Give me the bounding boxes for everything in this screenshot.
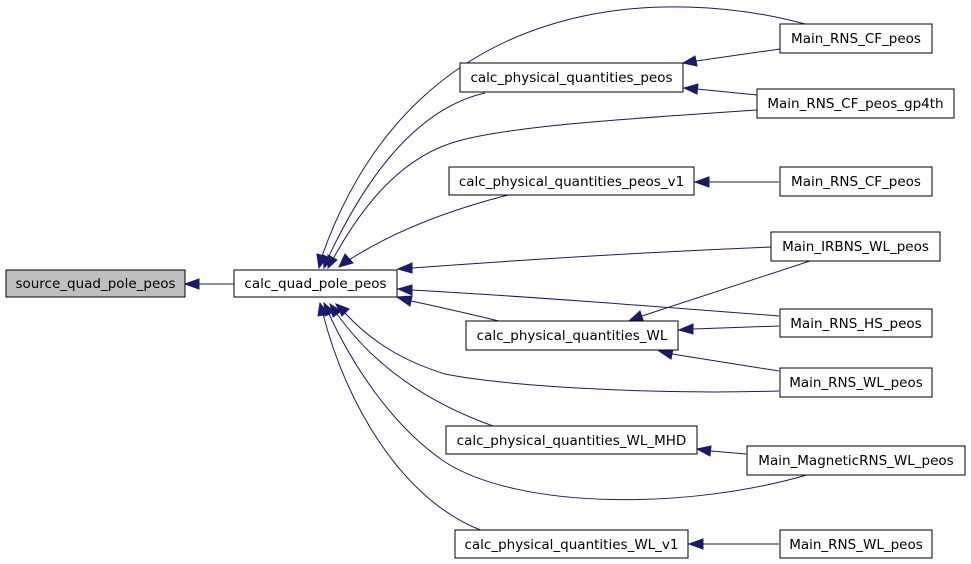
edge-mcfgp4-to-cpqpeos [696,88,758,96]
edge-arrowhead [395,295,413,307]
edge-arrowhead [627,310,644,322]
node-label: calc_physical_quantities_peos [470,70,672,86]
edges [183,6,811,550]
edge-arrowhead [396,284,413,296]
edge-arrowhead [396,262,413,274]
node-calc-quad-pole-peos[interactable]: calc_quad_pole_peos [233,269,398,298]
edge-mcfgp4-to-cqp [332,109,758,260]
node-main-rns-wl-peos-2[interactable]: Main_RNS_WL_peos [779,529,933,559]
edge-arrowhead [338,253,354,268]
edge-mirbns-to-cpqwl [641,260,811,317]
node-label: calc_quad_pole_peos [244,276,386,292]
node-label: Main_RNS_WL_peos [789,375,923,391]
edge-arrowhead [682,83,699,95]
node-calc-physical-quantities-peos[interactable]: calc_physical_quantities_peos [459,62,684,93]
edge-arrowhead [677,323,694,335]
edge-mwl-to-cqp [344,312,780,393]
node-label: calc_physical_quantities_WL_v1 [464,537,678,553]
node-main-irbns-wl-peos[interactable]: Main_IRBNS_WL_peos [770,231,941,262]
edge-arrowhead [183,278,200,290]
edge-mwl-to-cpqwl [671,353,780,372]
edge-mmag-to-cqp [328,313,811,501]
edge-arrowhead [687,538,704,550]
edge-cpqpeos-to-cqp [327,92,486,259]
edge-cpqwlv1-to-cqp [322,313,484,532]
node-label: Main_RNS_HS_peos [790,316,921,332]
edge-cpqpeosv1-to-cqp [348,194,509,261]
node-label: Main_IRBNS_WL_peos [782,239,929,255]
edge-mmag-to-cpqwlmhd [710,450,747,455]
node-label: Main_RNS_CF_peos [791,31,921,47]
node-label: Main_RNS_CF_peos [791,174,921,190]
edge-mirbns-to-cqp [411,246,772,269]
node-calc-physical-quantities-wl-v1[interactable]: calc_physical_quantities_WL_v1 [454,529,689,559]
edge-mhs-to-cpqwl [692,325,780,330]
edge-arrowhead [693,176,710,188]
node-main-rns-cf-peos-gp4th[interactable]: Main_RNS_CF_peos_gp4th [756,88,955,119]
edge-arrowhead [681,55,698,67]
node-main-rns-cf-peos-2[interactable]: Main_RNS_CF_peos [779,166,933,197]
node-calc-physical-quantities-peos-v1[interactable]: calc_physical_quantities_peos_v1 [448,166,695,196]
node-main-rns-hs-peos[interactable]: Main_RNS_HS_peos [779,308,933,338]
edge-arrowhead [695,445,712,457]
node-main-rns-cf-peos[interactable]: Main_RNS_CF_peos [779,23,933,54]
node-main-magneticrns-wl-peos[interactable]: Main_MagneticRNS_WL_peos [746,445,966,476]
node-calc-physical-quantities-wl[interactable]: calc_physical_quantities_WL [465,320,679,351]
edge-arrowhead [317,301,329,317]
node-source-quad-pole-peos[interactable]: source_quad_pole_peos [5,269,186,298]
node-label: Main_RNS_WL_peos [789,537,923,553]
node-label: calc_physical_quantities_WL_MHD [457,433,687,449]
edge-cpqwlmhd-to-cqp [336,313,494,427]
edge-mcf-to-cpqpeos [695,48,781,62]
node-label: Main_RNS_CF_peos_gp4th [767,96,943,112]
edge-mhs-to-cqp [411,289,780,317]
node-calc-physical-quantities-wl-mhd[interactable]: calc_physical_quantities_WL_MHD [445,425,698,455]
node-label: calc_physical_quantities_peos_v1 [459,174,684,190]
node-label: source_quad_pole_peos [15,276,175,292]
node-label: Main_MagneticRNS_WL_peos [758,453,953,469]
edge-mcf-to-cqp [321,6,806,257]
edge-cpqwl-to-cqp [410,300,504,323]
edge-arrowhead [327,254,338,270]
node-label: calc_physical_quantities_WL [477,328,668,344]
node-main-rns-wl-peos[interactable]: Main_RNS_WL_peos [779,367,933,398]
